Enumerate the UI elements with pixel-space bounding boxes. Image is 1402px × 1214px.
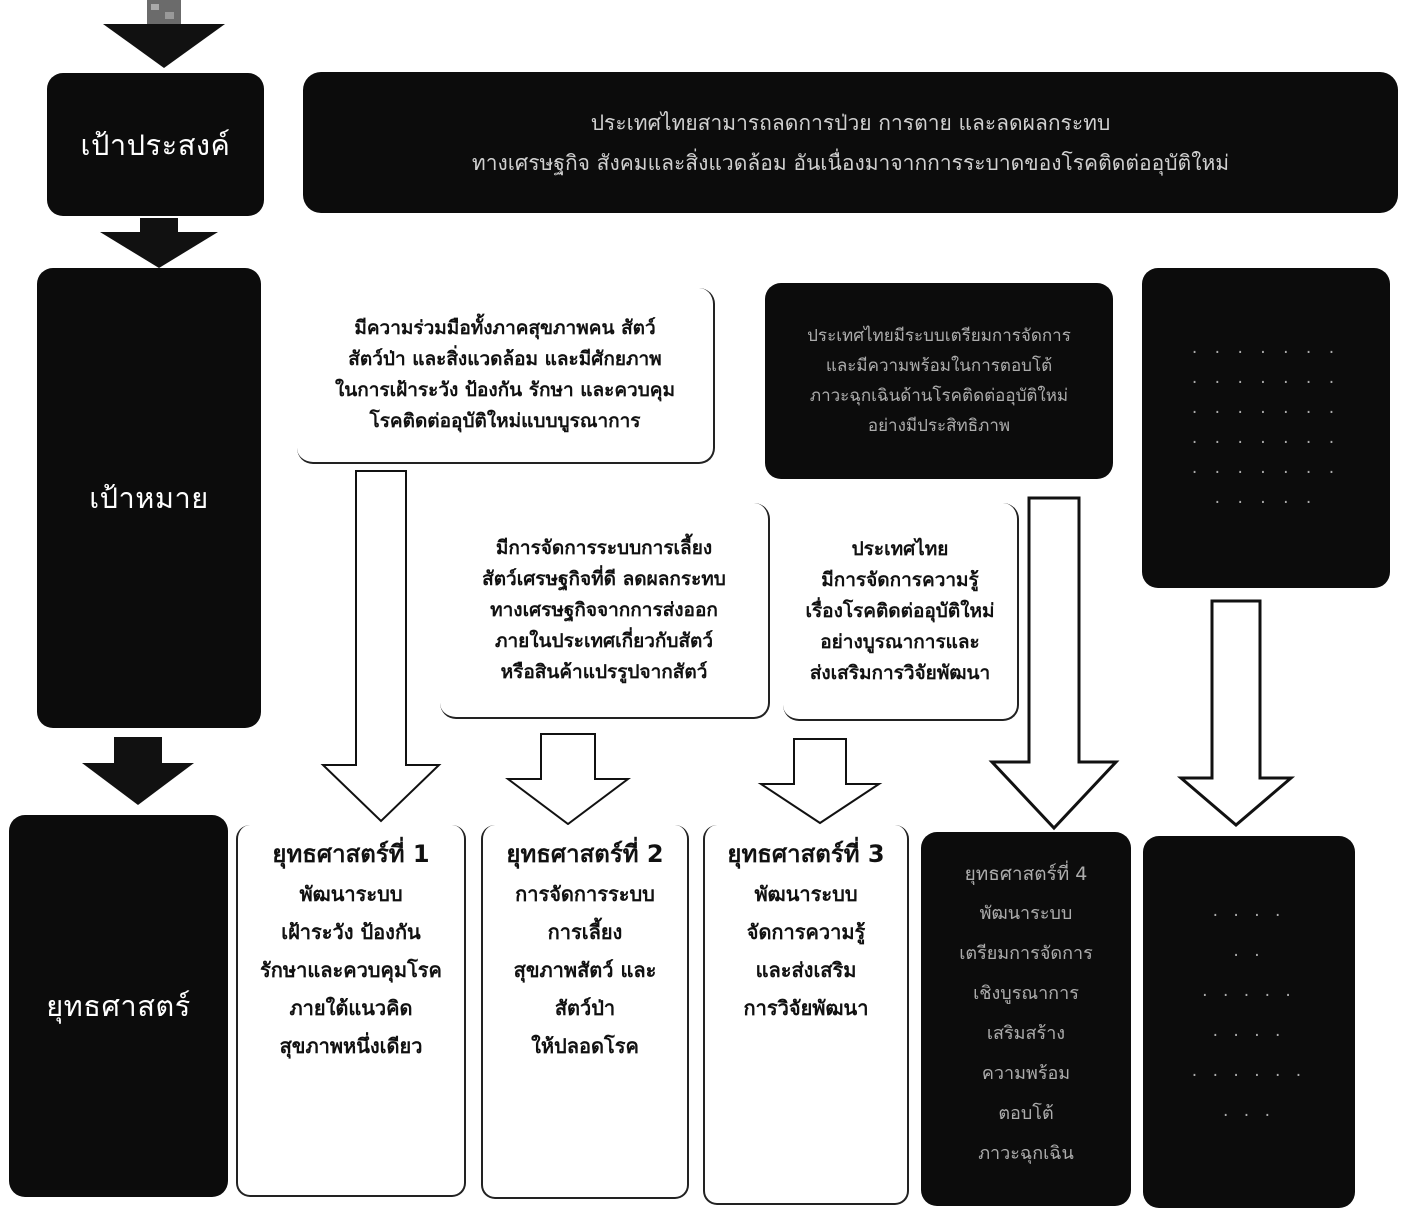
strategy-1-line-2: เฝ้าระวัง ป้องกัน bbox=[281, 920, 421, 944]
target-2-line-1: มีการจัดการระบบการเลี้ยง bbox=[495, 536, 713, 559]
target-1-line-4: โรคติดต่ออุบัติใหม่แบบบูรณาการ bbox=[369, 410, 641, 432]
target-4-line-2: และมีความพร้อมในการตอบโต้ bbox=[825, 356, 1053, 376]
strategy-3-box: ยุทธศาสตร์ที่ 3 พัฒนาระบบ จัดการความรู้ … bbox=[703, 825, 909, 1205]
target-2-line-2: สัตว์เศรษฐกิจที่ดี ลดผลกระทบ bbox=[482, 567, 726, 590]
strategy-2-line-1: การจัดการระบบ bbox=[515, 882, 655, 906]
target-4-line-3: ภาวะฉุกเฉินด้านโรคติดต่ออุบัติใหม่ bbox=[809, 386, 1069, 406]
strategy-4-line-6: ตอบโต้ bbox=[998, 1103, 1054, 1124]
strategy-5-box: · · · · · · · · · · · · · · · · · · · · … bbox=[1143, 836, 1355, 1208]
target-1-box: มีความร่วมมือทั้งภาคสุขภาพคน สัตว์ สัตว์… bbox=[297, 288, 715, 464]
target-3-line-5: ส่งเสริมการวิจัยพัฒนา bbox=[809, 661, 991, 684]
strategy-2-title: ยุทธศาสตร์ที่ 2 bbox=[506, 840, 664, 868]
strategy-4-line-3: เชิงบูรณาการ bbox=[973, 983, 1079, 1004]
strategy-3-line-4: การวิจัยพัฒนา bbox=[743, 996, 869, 1020]
target-3-to-strategy-3-arrow bbox=[757, 738, 883, 825]
strategy-3-line-2: จัดการความรู้ bbox=[746, 920, 866, 944]
strategy-label-text: ยุทธศาสตร์ bbox=[46, 989, 191, 1023]
target-2-line-4: ภายในประเทศเกี่ยวกับสัตว์ bbox=[494, 629, 714, 652]
strategy-1-title: ยุทธศาสตร์ที่ 1 bbox=[272, 840, 430, 868]
target-1-line-2: สัตว์ป่า และสิ่งแวดล้อม และมีศักยภาพ bbox=[348, 348, 662, 370]
target-2-line-3: ทางเศรษฐกิจจากการส่งออก bbox=[490, 598, 718, 621]
strategy-4-line-4: เสริมสร้าง bbox=[986, 1023, 1066, 1044]
strategy-3-line-3: และส่งเสริม bbox=[755, 958, 857, 982]
strategy-3-line-1: พัฒนาระบบ bbox=[754, 882, 858, 906]
target-4-to-strategy-4-arrow bbox=[988, 496, 1120, 831]
strategy-1-line-1: พัฒนาระบบ bbox=[299, 882, 403, 906]
strategy-2-line-3: สุขภาพสัตว์ และ bbox=[513, 958, 657, 982]
top-down-arrow bbox=[103, 0, 225, 68]
strategy-4-title: ยุทธศาสตร์ที่ 4 bbox=[964, 863, 1088, 885]
strategy-1-line-4: ภายใต้แนวคิด bbox=[289, 996, 413, 1020]
target-3-line-4: อย่างบูรณาการและ bbox=[820, 630, 980, 653]
objective-banner: ประเทศไทยสามารถลดการป่วย การตาย และลดผลก… bbox=[303, 72, 1398, 213]
target-4-line-1: ประเทศไทยมีระบบเตรียมการจัดการ bbox=[807, 326, 1071, 346]
objective-line-2: ทางเศรษฐกิจ สังคมและสิ่งแวดล้อม อันเนื่อ… bbox=[471, 150, 1230, 175]
target-label: เป้าหมาย bbox=[37, 268, 261, 728]
strategy-label: ยุทธศาสตร์ bbox=[9, 815, 228, 1197]
target-5-box: · · · · · · · · · · · · · · · · · · · · … bbox=[1142, 268, 1390, 588]
target-4-box: ประเทศไทยมีระบบเตรียมการจัดการ และมีความ… bbox=[765, 283, 1113, 479]
target-2-line-5: หรือสินค้าแปรรูปจากสัตว์ bbox=[500, 660, 708, 683]
target-4-line-4: อย่างมีประสิทธิภาพ bbox=[867, 416, 1011, 436]
target-2-to-strategy-2-arrow bbox=[505, 733, 631, 826]
objective-line-1: ประเทศไทยสามารถลดการป่วย การตาย และลดผลก… bbox=[590, 110, 1111, 135]
objective-label: เป้าประสงค์ bbox=[47, 73, 264, 216]
target-3-line-1: ประเทศไทย bbox=[851, 537, 949, 560]
objective-label-text: เป้าประสงค์ bbox=[80, 127, 231, 162]
target-1-to-strategy-1-arrow bbox=[320, 470, 442, 823]
strategy-4-line-2: เตรียมการจัดการ bbox=[959, 943, 1093, 964]
target-2-box: มีการจัดการระบบการเลี้ยง สัตว์เศรษฐกิจที… bbox=[440, 503, 770, 719]
strategy-3-title: ยุทธศาสตร์ที่ 3 bbox=[727, 840, 885, 868]
target-3-box: ประเทศไทย มีการจัดการความรู้ เรื่องโรคติ… bbox=[783, 503, 1019, 721]
strategy-1-box: ยุทธศาสตร์ที่ 1 พัฒนาระบบ เฝ้าระวัง ป้อง… bbox=[236, 825, 466, 1197]
strategy-2-line-5: ให้ปลอดโรค bbox=[531, 1034, 639, 1058]
target-1-line-3: ในการเฝ้าระวัง ป้องกัน รักษา และควบคุม bbox=[334, 379, 676, 401]
target-3-line-2: มีการจัดการความรู้ bbox=[821, 568, 979, 591]
target-1-line-1: มีความร่วมมือทั้งภาคสุขภาพคน สัตว์ bbox=[354, 317, 656, 339]
strategy-4-box: ยุทธศาสตร์ที่ 4 พัฒนาระบบ เตรียมการจัดกา… bbox=[921, 832, 1131, 1206]
strategy-4-line-1: พัฒนาระบบ bbox=[979, 903, 1073, 924]
strategy-2-line-2: การเลี้ยง bbox=[547, 920, 623, 944]
strategy-4-line-7: ภาวะฉุกเฉิน bbox=[978, 1143, 1074, 1164]
strategy-1-line-3: รักษาและควบคุมโรค bbox=[260, 958, 442, 982]
strategy-1-line-5: สุขภาพหนึ่งเดียว bbox=[279, 1034, 423, 1058]
target-label-text: เป้าหมาย bbox=[89, 481, 209, 515]
target-3-line-3: เรื่องโรคติดต่ออุบัติใหม่ bbox=[805, 599, 995, 622]
strategy-2-box: ยุทธศาสตร์ที่ 2 การจัดการระบบ การเลี้ยง … bbox=[481, 825, 689, 1199]
target-to-strategy-arrow bbox=[82, 737, 194, 805]
strategy-4-line-5: ความพร้อม bbox=[981, 1063, 1071, 1084]
target-5-to-strategy-5-arrow bbox=[1176, 599, 1296, 827]
strategy-2-line-4: สัตว์ป่า bbox=[554, 996, 616, 1020]
objective-to-target-arrow bbox=[100, 218, 218, 268]
